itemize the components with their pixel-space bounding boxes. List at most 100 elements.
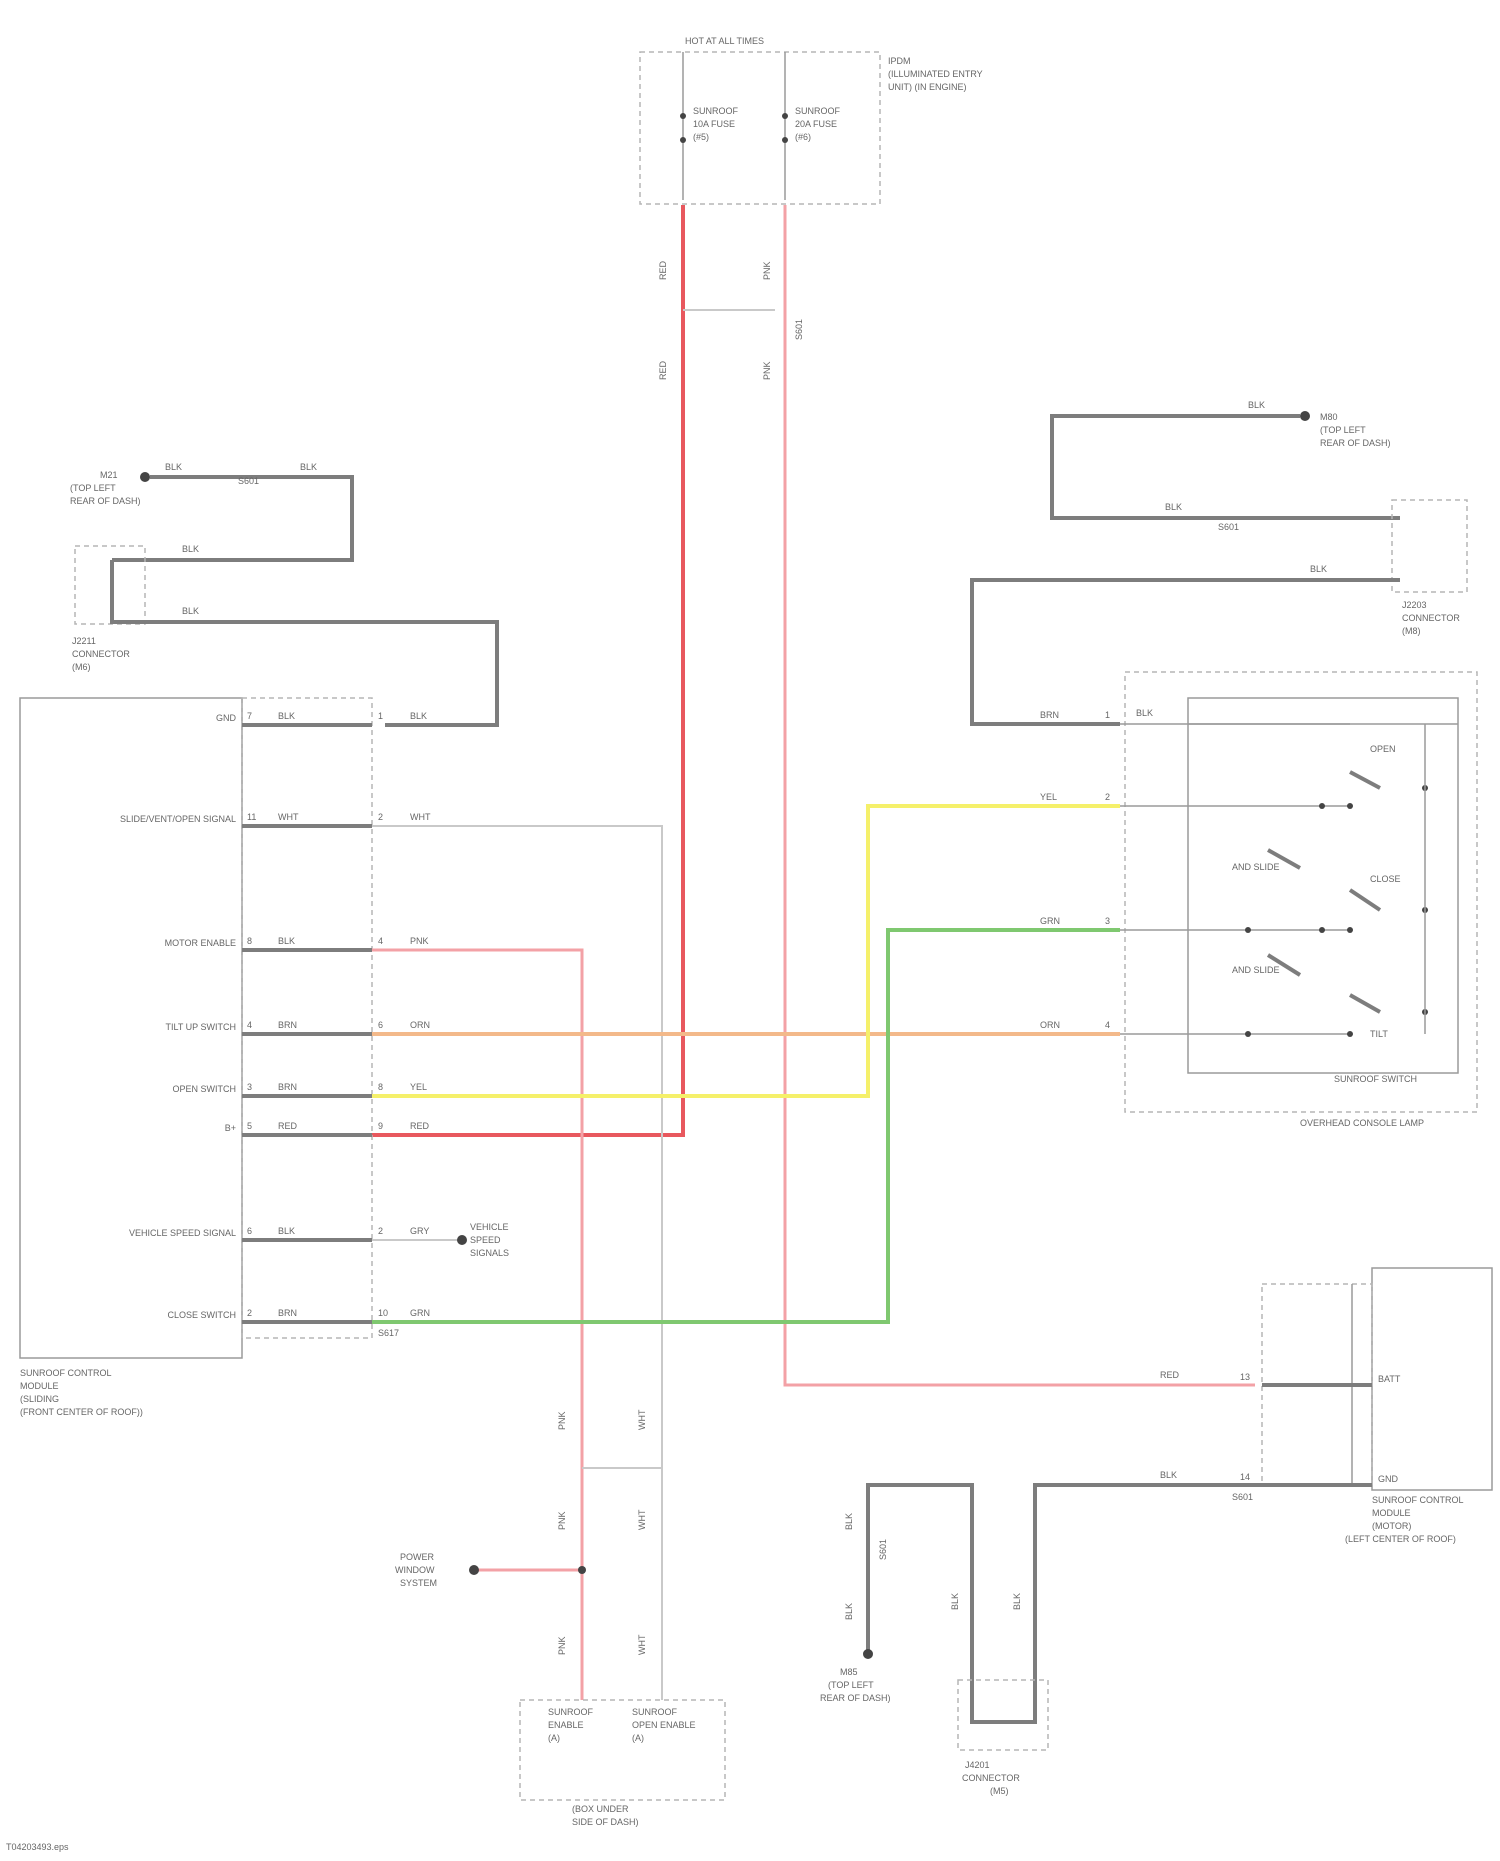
pin-wire-1: WHT — [278, 812, 299, 822]
joint-left-l3: (M6) — [72, 662, 91, 672]
ground-bottom-l2: (TOP LEFT — [828, 1680, 874, 1690]
switch-node-0 — [1319, 803, 1325, 809]
control-module-name-2: MODULE — [20, 1381, 59, 1391]
joint-right-out-wire — [972, 580, 1400, 724]
switch-wire-3: ORN — [1040, 1020, 1060, 1030]
power-dest-2: WINDOW — [395, 1565, 435, 1575]
ground-bottom-wire-2: BLK — [844, 1603, 854, 1620]
ground-left-l1: M21 — [100, 470, 118, 480]
speed-dest-1: VEHICLE — [470, 1222, 509, 1232]
switch-contact-label-1: AND SLIDE — [1232, 862, 1280, 872]
fuse-right-terminal — [782, 113, 788, 119]
pin-label-6: VEHICLE SPEED SIGNAL — [129, 1228, 236, 1238]
motor-name-4: (LEFT CENTER OF ROOF) — [1345, 1534, 1456, 1544]
ground-right-wire-label: BLK — [1248, 400, 1265, 410]
pin-out-wire-6: GRY — [410, 1226, 429, 1236]
pin-num-3: 4 — [247, 1020, 252, 1030]
relay-wire-2: WHT — [637, 1409, 647, 1430]
ground-right-wire-label-2: BLK — [1165, 502, 1182, 512]
pink-riser-label-a: PNK — [762, 261, 772, 280]
joint-right-l3: (M8) — [1402, 626, 1421, 636]
pin-label-3: TILT UP SWITCH — [165, 1022, 236, 1032]
fuse-block-name-3: UNIT) (IN ENGINE) — [888, 82, 967, 92]
switch-wire-2: GRN — [1040, 916, 1060, 926]
joint-left-out-wire — [112, 560, 497, 725]
fuse-block-name-1: IPDM — [888, 56, 911, 66]
riser-splice-label: S601 — [794, 319, 804, 340]
joint-left-wire-2: BLK — [182, 606, 199, 616]
ground-bottom-splice: S601 — [878, 1539, 888, 1560]
power-dest-1: POWER — [400, 1552, 435, 1562]
motor-name-1: SUNROOF CONTROL — [1372, 1495, 1464, 1505]
switch-contact-label-0: OPEN — [1370, 744, 1396, 754]
relay-right-2: OPEN ENABLE — [632, 1720, 696, 1730]
fuse-right-label-1: SUNROOF — [795, 106, 841, 116]
fuse-block-outline — [640, 52, 880, 204]
pin-out-wire-5: RED — [410, 1121, 430, 1131]
pin-wire-2: BLK — [278, 936, 295, 946]
pin-num-2: 8 — [247, 936, 252, 946]
relay-left-3: (A) — [548, 1733, 560, 1743]
switch-contact-0 — [1350, 772, 1380, 788]
switch-contact-2 — [1350, 890, 1380, 910]
pin-wire-5: RED — [278, 1121, 298, 1131]
ground-left-point — [140, 472, 150, 482]
switch-name: SUNROOF SWITCH — [1334, 1074, 1417, 1084]
ground-left-wire — [112, 477, 352, 560]
green-close-wire — [372, 930, 1120, 1322]
relay-left-2: ENABLE — [548, 1720, 584, 1730]
lamp-name: OVERHEAD CONSOLE LAMP — [1300, 1118, 1424, 1128]
pin-out-wire-4: YEL — [410, 1082, 427, 1092]
switch-num-1: 2 — [1105, 792, 1110, 802]
joint-right-l1: J2203 — [1402, 600, 1427, 610]
ground-bottom-l1: M85 — [840, 1667, 858, 1677]
control-module-splice: S617 — [378, 1328, 399, 1338]
pin-wire-4: BRN — [278, 1082, 297, 1092]
switch-num-2: 3 — [1105, 916, 1110, 926]
ground-right-l3: REAR OF DASH) — [1320, 438, 1391, 448]
pin-num-6: 6 — [247, 1226, 252, 1236]
joint-bottom-wire-1: BLK — [950, 1593, 960, 1610]
pin-out-num-2: 4 — [378, 936, 383, 946]
control-module-pins: GND7BLK1BLKSLIDE/VENT/OPEN SIGNAL11WHT2W… — [120, 711, 431, 1322]
pin-label-1: SLIDE/VENT/OPEN SIGNAL — [120, 814, 236, 824]
pin-out-wire-0: BLK — [410, 711, 427, 721]
red-riser-label-b: RED — [658, 360, 668, 380]
joint-bottom-l1: J4201 — [965, 1760, 990, 1770]
relay-wire-4: WHT — [637, 1509, 647, 1530]
relay-loc-1: (BOX UNDER — [572, 1804, 629, 1814]
switch-num-0: 1 — [1105, 710, 1110, 720]
motor-label-b: BATT — [1378, 1374, 1401, 1384]
pin-label-7: CLOSE SWITCH — [167, 1310, 236, 1320]
overhead-console-lamp — [1125, 672, 1477, 1112]
pink-riser-label-b: PNK — [762, 361, 772, 380]
fuse-left-label-1: SUNROOF — [693, 106, 739, 116]
speed-dest-2: SPEED — [470, 1235, 501, 1245]
fuse-block-title: HOT AT ALL TIMES — [685, 36, 764, 46]
pink-battery-wire — [785, 205, 1255, 1385]
switch-wire-1: YEL — [1040, 792, 1057, 802]
pin-num-1: 11 — [247, 812, 256, 822]
pin-out-num-3: 6 — [378, 1020, 383, 1030]
ground-bottom-l3: REAR OF DASH) — [820, 1693, 891, 1703]
motor-wire-gnd: BLK — [1160, 1470, 1177, 1480]
relay-loc-2: SIDE OF DASH) — [572, 1817, 639, 1827]
fuse-right-terminal-2 — [782, 137, 788, 143]
joint-left-wire-1: BLK — [182, 544, 199, 554]
pin-out-wire-7: GRN — [410, 1308, 430, 1318]
pin-out-num-6: 2 — [378, 1226, 383, 1236]
pin-wire-0: BLK — [278, 711, 295, 721]
motor-pin-gnd: 14 — [1240, 1472, 1250, 1482]
ground-left-l2: (TOP LEFT — [70, 483, 116, 493]
red-riser-label-a: RED — [658, 260, 668, 280]
pin-wire-6: BLK — [278, 1226, 295, 1236]
pin-out-num-5: 9 — [378, 1121, 383, 1131]
switch-node-2 — [1319, 927, 1325, 933]
control-module-name-3: (SLIDING — [20, 1394, 59, 1404]
pin-out-num-4: 8 — [378, 1082, 383, 1092]
footer-code: T04203493.eps — [6, 1842, 69, 1852]
relay-wire-3: PNK — [557, 1511, 567, 1530]
